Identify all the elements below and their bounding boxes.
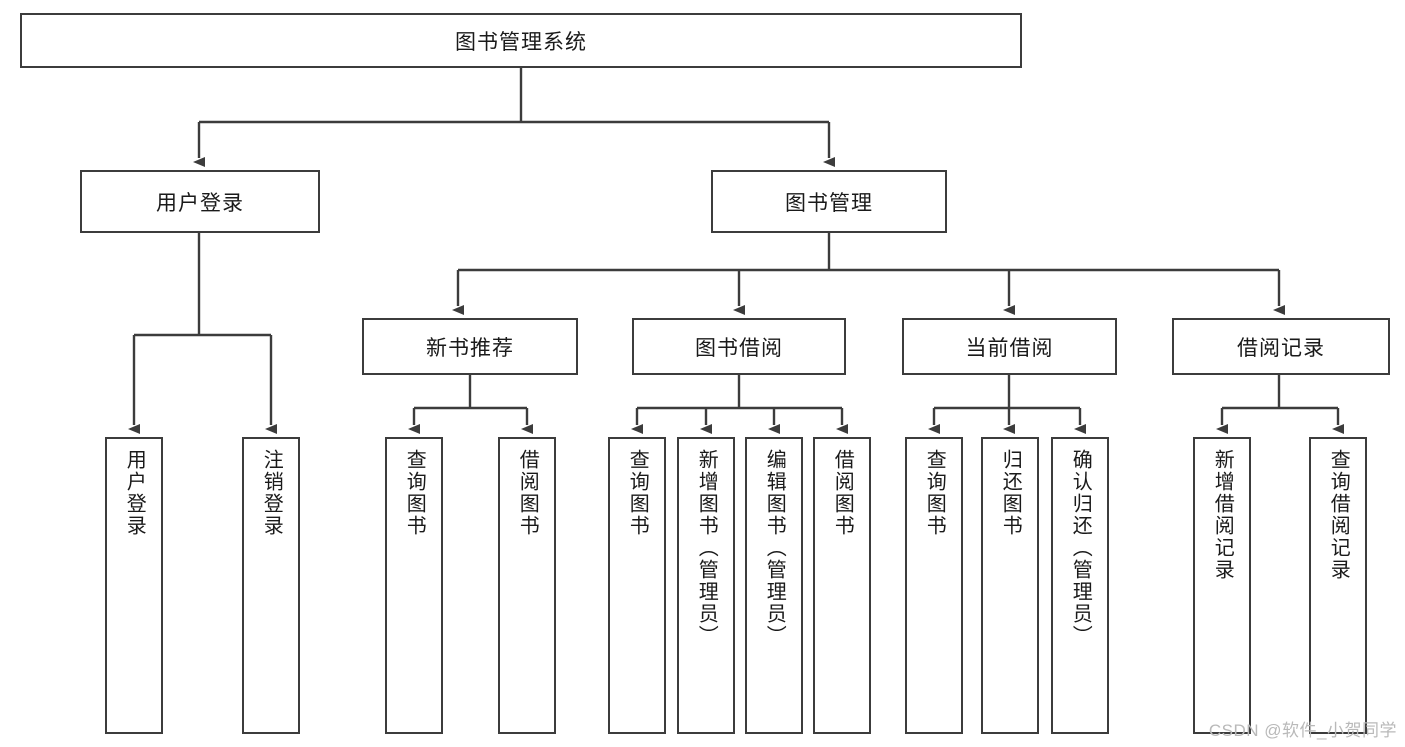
node-label: 注销登录 <box>260 449 283 537</box>
node-label: 新书推荐 <box>426 336 514 360</box>
leaf-current-confirm-return-admin[interactable]: 确认归还（管理员） <box>1051 437 1109 734</box>
node-user-login[interactable]: 用户登录 <box>80 170 320 233</box>
leaf-recommend-borrow-book[interactable]: 借阅图书 <box>498 437 556 734</box>
leaf-record-query-record[interactable]: 查询借阅记录 <box>1309 437 1367 734</box>
node-label: 图书借阅 <box>695 336 783 360</box>
node-label: 借阅图书 <box>831 449 854 537</box>
node-book-borrow[interactable]: 图书借阅 <box>632 318 846 375</box>
node-label: 查询图书 <box>403 449 426 537</box>
leaf-borrow-query-book[interactable]: 查询图书 <box>608 437 666 734</box>
node-root-system[interactable]: 图书管理系统 <box>20 13 1022 68</box>
leaf-current-query-book[interactable]: 查询图书 <box>905 437 963 734</box>
leaf-user-login-signin[interactable]: 用户登录 <box>105 437 163 734</box>
node-label: 借阅图书 <box>516 449 539 537</box>
leaf-current-return-book[interactable]: 归还图书 <box>981 437 1039 734</box>
node-label: 归还图书 <box>999 449 1022 537</box>
node-label: 用户登录 <box>123 449 146 537</box>
node-label: 图书管理 <box>785 191 873 215</box>
csdn-watermark: CSDN @软件_小贺同学 <box>1208 721 1397 740</box>
node-current-borrow[interactable]: 当前借阅 <box>902 318 1117 375</box>
node-label: 查询图书 <box>923 449 946 537</box>
node-new-book-recommend[interactable]: 新书推荐 <box>362 318 578 375</box>
node-label: 编辑图书（管理员） <box>763 449 786 647</box>
node-label: 用户登录 <box>156 191 244 215</box>
node-label: 新增图书（管理员） <box>695 449 718 647</box>
leaf-borrow-borrow-book[interactable]: 借阅图书 <box>813 437 871 734</box>
node-label: 借阅记录 <box>1237 336 1325 360</box>
node-label: 当前借阅 <box>965 336 1054 360</box>
node-label: 新增借阅记录 <box>1211 449 1234 581</box>
node-label: 确认归还（管理员） <box>1069 449 1092 647</box>
leaf-user-login-signout[interactable]: 注销登录 <box>242 437 300 734</box>
leaf-borrow-add-book-admin[interactable]: 新增图书（管理员） <box>677 437 735 734</box>
node-label: 图书管理系统 <box>455 30 587 54</box>
leaf-borrow-edit-book-admin[interactable]: 编辑图书（管理员） <box>745 437 803 734</box>
node-borrow-record[interactable]: 借阅记录 <box>1172 318 1390 375</box>
node-label: 查询图书 <box>626 449 649 537</box>
node-label: 查询借阅记录 <box>1327 449 1350 581</box>
node-book-management[interactable]: 图书管理 <box>711 170 947 233</box>
leaf-recommend-query-book[interactable]: 查询图书 <box>385 437 443 734</box>
leaf-record-add-record[interactable]: 新增借阅记录 <box>1193 437 1251 734</box>
